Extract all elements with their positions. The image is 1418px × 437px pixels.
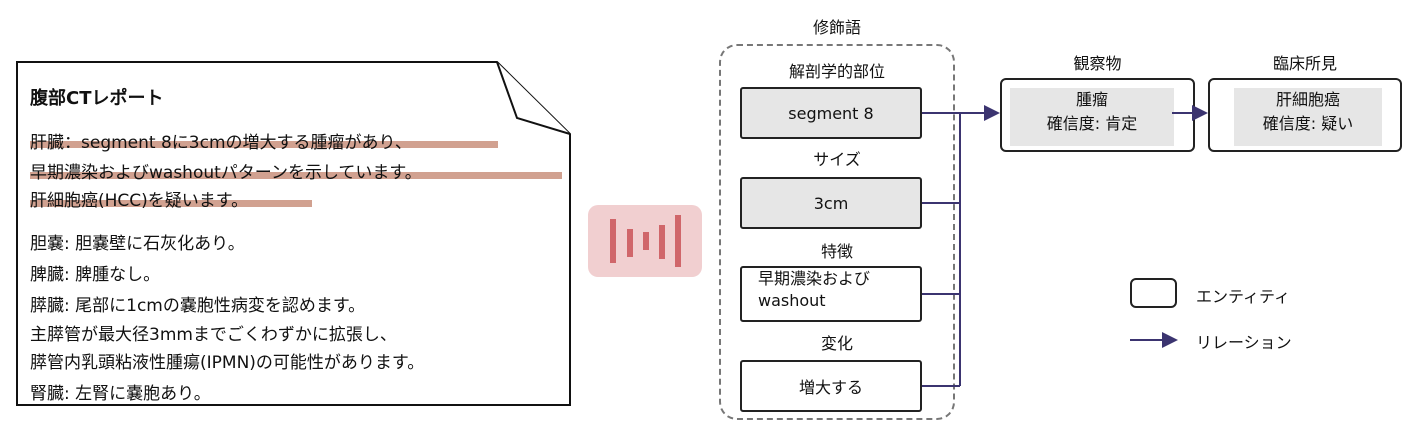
report-title: 腹部CTレポート [30, 88, 164, 109]
highlight-line-1 [30, 141, 498, 148]
change-value: 増大する [798, 378, 863, 397]
model-icon [588, 205, 702, 277]
observation-label: 観察物 [1073, 54, 1122, 73]
feature-label: 特徴 [820, 242, 853, 261]
icon-bar [627, 229, 633, 257]
feature-node: 早期濃染および washout [740, 266, 922, 322]
finding-entity: 肝細胞癌 確信度: 疑い [1208, 78, 1402, 152]
size-value: 3cm [813, 193, 849, 213]
report-line: 腎臓: 左腎に嚢胞あり。 [30, 384, 211, 404]
observation-name: 腫瘤 [1075, 90, 1108, 109]
modifier-group-border [719, 44, 955, 420]
anatomy-node: segment 8 [740, 87, 922, 139]
change-label: 変化 [820, 334, 853, 353]
observation-certainty: 確信度: 肯定 [1046, 114, 1138, 133]
icon-bar [659, 225, 665, 259]
finding-certainty: 確信度: 疑い [1262, 114, 1354, 133]
finding-label: 臨床所見 [1272, 54, 1337, 73]
change-node: 増大する [740, 360, 922, 412]
feature-value-line-2: washout [758, 291, 826, 310]
observation-content: 腫瘤 確信度: 肯定 [1010, 88, 1174, 146]
report-line: 膵臓: 尾部に1cmの嚢胞性病変を認めます。 [30, 296, 366, 316]
anatomy-value: segment 8 [788, 103, 874, 123]
highlight-line-3 [30, 200, 312, 207]
icon-bar [610, 219, 616, 263]
icon-bar [675, 215, 681, 267]
report-line: 早期濃染およびwashoutパターンを示しています。 [30, 163, 422, 183]
report-line: 膵管内乳頭粘液性腫瘍(IPMN)の可能性があります。 [30, 353, 425, 373]
report-line: 胆嚢: 胆嚢壁に石灰化あり。 [30, 234, 245, 254]
feature-value-line-1: 早期濃染および [758, 269, 871, 288]
modifier-group-label: 修飾語 [812, 18, 861, 37]
finding-name: 肝細胞癌 [1275, 90, 1340, 109]
legend-relation-text: リレーション [1196, 333, 1292, 352]
size-node: 3cm [740, 177, 922, 229]
size-label: サイズ [813, 150, 861, 169]
report-line: 肝細胞癌(HCC)を疑います。 [30, 191, 249, 211]
observation-entity: 腫瘤 確信度: 肯定 [1000, 78, 1195, 152]
icon-bar [643, 232, 649, 250]
report-line: 主膵管が最大径3mmまでごくわずかに拡張し、 [30, 325, 397, 345]
report-line: 脾臓: 脾腫なし。 [30, 265, 161, 285]
legend-entity-text: エンティティ [1196, 287, 1291, 306]
highlight-line-2 [30, 172, 562, 179]
report-line: 肝臓：segment 8に3cmの増大する腫瘤があり、 [30, 133, 412, 153]
legend-entity-swatch [1130, 278, 1177, 308]
finding-content: 肝細胞癌 確信度: 疑い [1234, 88, 1382, 146]
anatomy-label: 解剖学的部位 [788, 62, 885, 81]
